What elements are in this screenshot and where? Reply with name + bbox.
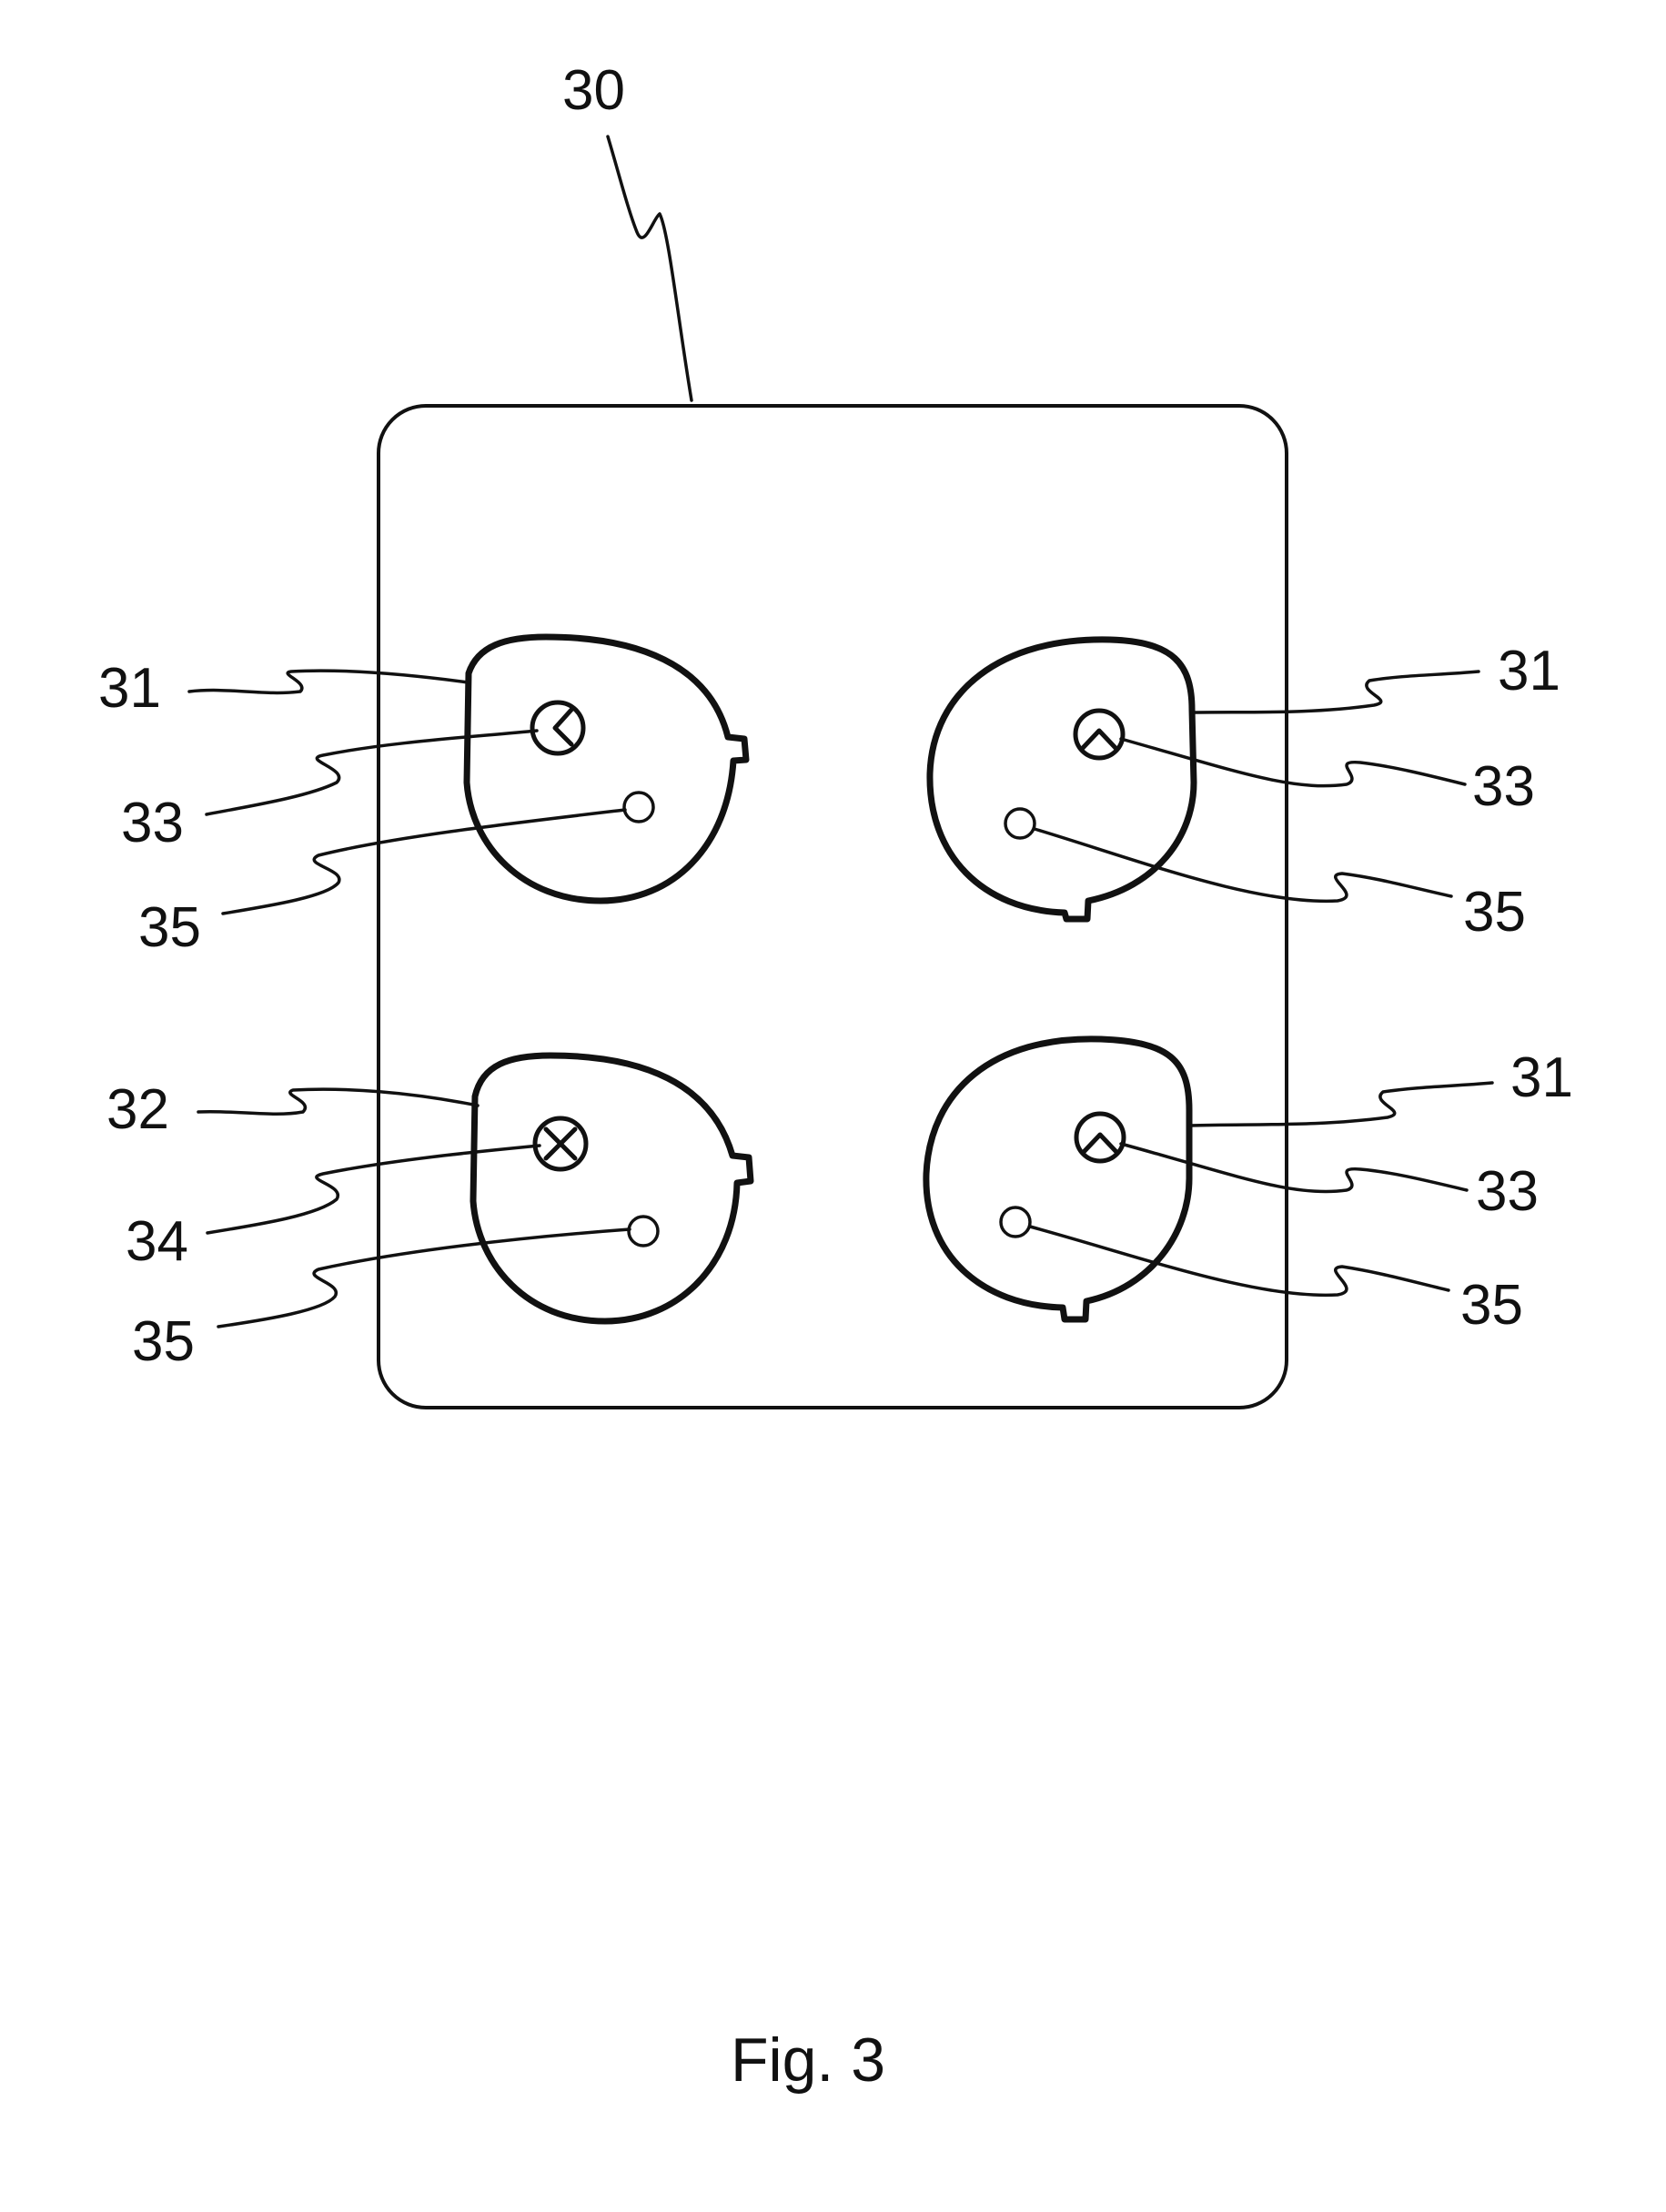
leader-35-ur [1033,827,1453,904]
leader-31-ur [1192,670,1480,714]
cap-outline [926,636,1197,923]
hole [1004,807,1036,840]
ref-label-31-ul: 31 [98,657,161,720]
closed-marker [532,1116,589,1172]
hole [999,1206,1032,1238]
leader-33-ur [1119,737,1467,788]
ref-label-35-lr: 35 [1460,1274,1523,1337]
leader-35-ll [217,1227,631,1328]
ref-label-35-ur: 35 [1463,881,1526,944]
leader-32 [197,1087,480,1116]
ref-label-33-ul: 33 [121,792,184,854]
leader-31-ul [187,669,470,695]
unit-lower-left [470,1052,754,1325]
ref-label-31-lr: 31 [1510,1046,1573,1109]
cap-outline [470,1052,754,1325]
ref-label-33-ur: 33 [1472,755,1535,818]
ref-label-35-ll: 35 [132,1310,195,1373]
leader-34 [206,1144,541,1235]
unit-upper-right [926,636,1197,923]
ref-label-35-ul: 35 [138,896,201,959]
ref-label-33-lr: 33 [1476,1160,1539,1223]
ref-label-32: 32 [106,1078,169,1141]
rotation-marker [1074,1111,1126,1164]
tray [377,404,1288,1409]
ref-label-31-ur: 31 [1498,640,1560,702]
rotation-marker [1073,708,1126,761]
arrow-glyph-up [1081,1132,1119,1155]
figure-caption: Fig. 3 [731,2025,885,2095]
x-glyph [543,1126,578,1161]
unit-lower-right [923,1035,1193,1323]
ref-label-34: 34 [126,1210,188,1273]
cap-outline [463,633,750,904]
unit-upper-left [463,633,750,904]
leader-31-lr [1188,1081,1494,1127]
leader-35-ul [221,808,627,915]
arrow-glyph-left [552,707,574,747]
hole [627,1215,660,1247]
leader-35-lr [1028,1225,1450,1298]
rotation-marker [530,700,586,756]
arrow-glyph-up [1080,728,1118,751]
cap-outline [923,1035,1193,1323]
hole [622,791,655,823]
leader-30 [606,135,693,402]
ref-label-30: 30 [562,59,625,122]
leader-33-lr [1119,1142,1469,1194]
leader-33-ul [205,729,539,816]
